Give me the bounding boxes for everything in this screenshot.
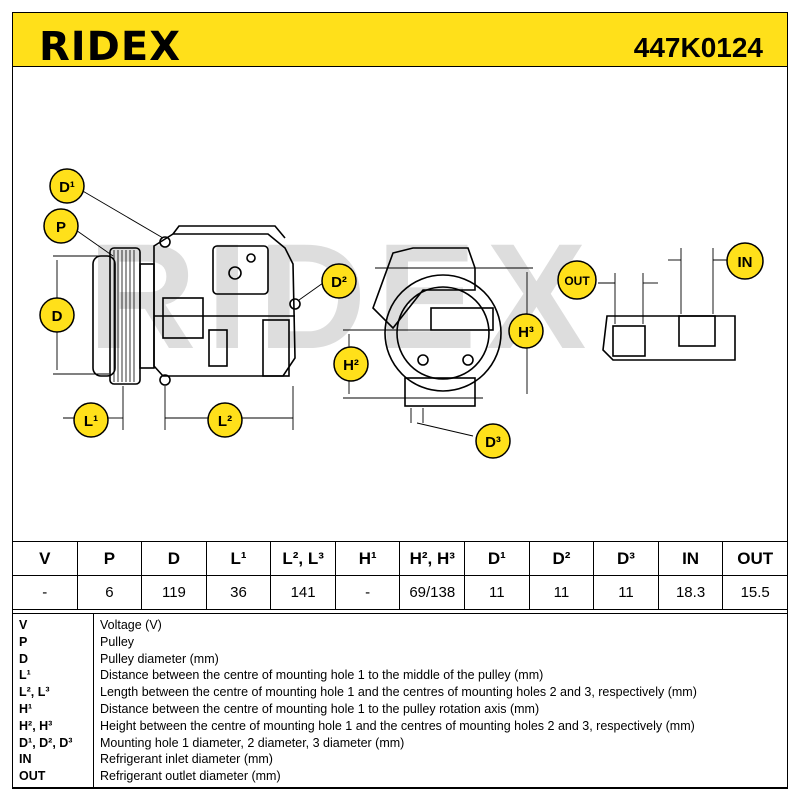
legend-key: H¹ — [19, 701, 33, 716]
badge-l2: L² — [207, 402, 243, 438]
spec-header: L¹ — [205, 541, 272, 576]
header-bar: RIDEX 447K0124 — [12, 12, 788, 67]
spec-value: 11 — [464, 575, 530, 610]
badge-h2: H² — [333, 346, 369, 382]
spec-header: P — [76, 541, 143, 576]
legend-descriptions: Voltage (V) Pulley Pulley diameter (mm) … — [93, 613, 788, 789]
spec-value: 11 — [593, 575, 659, 610]
spec-table: V P D L¹ L², L³ H¹ H², H³ D¹ D² D³ IN OU… — [12, 541, 788, 610]
legend-description: Voltage (V) — [100, 618, 162, 632]
ports-detail-view — [598, 248, 736, 361]
spec-value: 69/138 — [399, 575, 466, 610]
legend-keys: V P D L¹ L², L³ H¹ H², H³ D¹, D², D³ IN … — [12, 613, 94, 789]
legend-description: Pulley diameter (mm) — [100, 651, 219, 666]
rear-housing — [384, 274, 502, 392]
pulley-grooves — [113, 250, 135, 382]
dimension-badges: D¹ P D L¹ L² D² H² H³ — [39, 168, 764, 459]
svg-text:H²: H² — [343, 357, 359, 374]
compressor-body — [153, 233, 296, 377]
badge-d: D — [39, 297, 75, 333]
svg-text:D²: D² — [331, 274, 347, 291]
spec-value-row: - 6 119 36 141 - 69/138 11 11 11 18.3 15… — [12, 575, 788, 610]
spec-value: - — [12, 575, 78, 610]
mount-hole-1 — [159, 236, 171, 248]
part-number: 447K0124 — [633, 32, 763, 63]
rear-fitting — [372, 247, 476, 330]
legend-key: H², H³ — [19, 718, 53, 733]
badge-in: IN — [726, 242, 764, 280]
legend-key: OUT — [19, 769, 46, 784]
legend-description: Distance between the centre of mounting … — [100, 701, 540, 716]
legend-description: Pulley — [100, 634, 135, 649]
spec-header: V — [12, 541, 78, 576]
legend-description: Mounting hole 1 diameter, 2 diameter, 3 … — [100, 735, 405, 750]
spec-value: - — [334, 575, 401, 610]
badge-h3: H³ — [508, 313, 544, 349]
mount-hole-2 — [289, 298, 301, 310]
legend-key: D¹, D², D³ — [19, 735, 73, 750]
svg-text:D: D — [52, 308, 63, 325]
spec-value: 36 — [205, 575, 272, 610]
svg-text:IN: IN — [738, 254, 753, 271]
outlet-port — [612, 325, 646, 357]
spec-header: IN — [657, 541, 724, 576]
compressor-side-view — [53, 189, 324, 430]
spec-header: D² — [528, 541, 595, 576]
legend-description: Height between the centre of mounting ho… — [100, 718, 695, 733]
brand-logo: RIDEX — [39, 24, 182, 70]
svg-text:D³: D³ — [485, 434, 501, 451]
legend-key: IN — [19, 752, 32, 767]
spec-header: D³ — [593, 541, 659, 576]
svg-text:OUT: OUT — [564, 274, 590, 288]
spec-value: 15.5 — [722, 575, 788, 610]
legend-key: L¹ — [19, 668, 31, 683]
svg-text:D¹: D¹ — [59, 179, 75, 196]
legend-description: Refrigerant outlet diameter (mm) — [100, 769, 281, 784]
valve-block — [212, 245, 269, 295]
svg-text:P: P — [56, 219, 66, 236]
mount-hole-3 — [159, 374, 171, 386]
legend-description: Refrigerant inlet diameter (mm) — [100, 752, 273, 767]
legend-description: Distance between the centre of mounting … — [100, 668, 544, 683]
svg-text:H³: H³ — [518, 324, 534, 341]
spec-value: 6 — [76, 575, 143, 610]
badge-out: OUT — [557, 260, 597, 300]
badge-l1: L¹ — [73, 402, 109, 438]
svg-text:L²: L² — [218, 413, 232, 430]
spec-value: 119 — [141, 575, 207, 610]
legend-key: V — [19, 618, 28, 632]
legend-key: P — [19, 634, 28, 649]
port-dimensions — [598, 248, 733, 324]
badge-d2: D² — [321, 263, 357, 299]
spec-value: 141 — [270, 575, 336, 610]
spec-header-row: V P D L¹ L², L³ H¹ H², H³ D¹ D² D³ IN OU… — [12, 541, 788, 576]
spec-header: OUT — [722, 541, 788, 576]
compressor-rear-view — [343, 247, 533, 437]
spec-header: H¹ — [334, 541, 401, 576]
spec-header: H², H³ — [399, 541, 466, 576]
badge-d1: D¹ — [49, 168, 85, 204]
legend-key: L², L³ — [19, 685, 50, 700]
spec-header: L², L³ — [270, 541, 336, 576]
spec-value: 11 — [528, 575, 595, 610]
legend-table: V P D L¹ L², L³ H¹ H², H³ D¹, D², D³ IN … — [12, 613, 788, 789]
badge-d3: D³ — [475, 423, 511, 459]
badge-p: P — [43, 208, 79, 244]
legend-key: D — [19, 651, 29, 666]
inlet-port — [678, 315, 716, 347]
spec-value: 18.3 — [657, 575, 724, 610]
svg-text:L¹: L¹ — [84, 413, 98, 430]
legend-description: Length between the centre of mounting ho… — [100, 685, 697, 700]
spec-header: D¹ — [464, 541, 530, 576]
spec-header: D — [141, 541, 207, 576]
technical-drawing: RIDEX — [39, 168, 764, 459]
